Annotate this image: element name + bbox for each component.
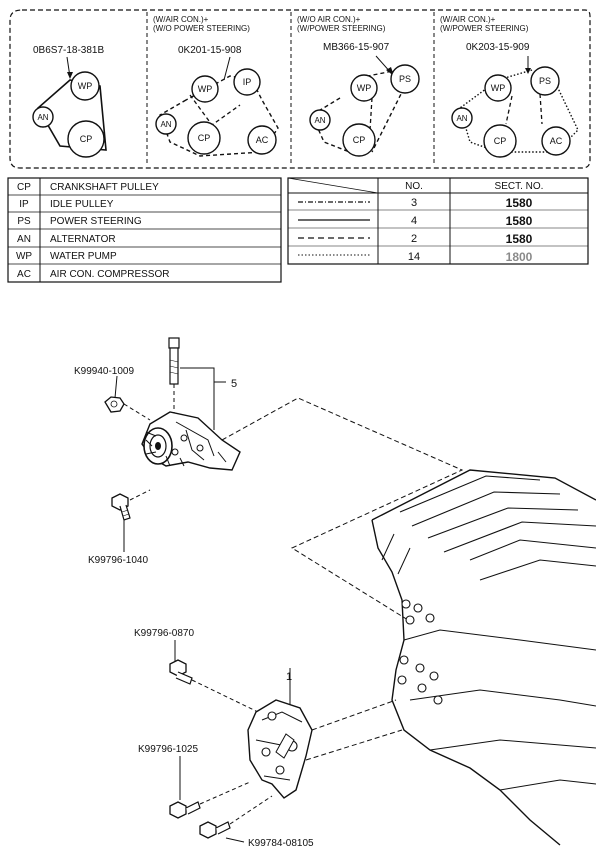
part-number-label: 0K201-15-908 — [178, 45, 242, 56]
legend-code: WP — [16, 251, 32, 262]
bolt-k99796-1025 — [169, 801, 201, 819]
column-header-no: NO. — [405, 181, 423, 192]
legend-name: POWER STEERING — [50, 216, 142, 227]
pulley-wp-label: WP — [198, 84, 213, 94]
nut — [104, 396, 125, 413]
belt-routing-panel: 0B6S7-18-381B WP AN CP (W/AIR CON.)+ (W/… — [9, 9, 591, 169]
engine-block — [371, 469, 596, 846]
bolt-k99796-1040 — [111, 493, 131, 521]
pulley-wp-label: WP — [357, 83, 372, 93]
row-no: 3 — [411, 197, 417, 209]
part-number-label: 0B6S7-18-381B — [33, 45, 104, 56]
legend-name: CRANKSHAFT PULLEY — [50, 182, 159, 193]
part-label-bolt-08105: K99784-08105 — [248, 838, 314, 849]
legend-code: CP — [17, 182, 31, 193]
belt-diagram-2: (W/AIR CON.)+ (W/O POWER STEERING) 0K201… — [153, 15, 279, 157]
exploded-parts-drawing: 5 K99940-1009 — [74, 337, 596, 849]
row-sect-no: 1800 — [506, 250, 533, 264]
part-label-bolt-1040: K99796-1040 — [88, 555, 148, 566]
engine-boss-holes — [397, 599, 443, 705]
pulley-cp-label: CP — [198, 133, 211, 143]
pulley-ip-label: IP — [243, 77, 252, 87]
part-label-bolt-0870: K99796-0870 — [134, 628, 194, 639]
row-no: 4 — [411, 215, 417, 227]
callout-5: 5 — [231, 378, 237, 390]
idler-bracket-assembly — [141, 411, 241, 471]
row-sect-no: 1580 — [506, 214, 533, 228]
pulley-an-label: AN — [456, 114, 467, 123]
pulley-ac-label: AC — [550, 136, 563, 146]
row-sect-no: 1580 — [506, 196, 533, 210]
legend-code: IP — [19, 199, 29, 210]
legend-code: PS — [17, 216, 31, 227]
bolt-k99784-08105 — [199, 821, 231, 839]
condition-line-2: (W/POWER STEERING) — [297, 24, 386, 33]
part-number-label: MB366-15-907 — [323, 42, 390, 53]
condition-line-2: (W/POWER STEERING) — [440, 24, 529, 33]
belt-line-table: NO. SECT. NO. 3 1580 4 1580 2 1580 14 18… — [287, 177, 589, 265]
legend-name: ALTERNATOR — [50, 234, 116, 245]
belt-diagram-4: (W/AIR CON.)+ (W/POWER STEERING) 0K203-1… — [440, 15, 579, 158]
pulley-an-label: AN — [314, 116, 325, 125]
legend-name: IDLE PULLEY — [50, 199, 114, 210]
row-sect-no: 1580 — [506, 232, 533, 246]
row-no: 14 — [408, 251, 420, 263]
column-header-sect-no: SECT. NO. — [495, 181, 544, 192]
part-label-nut: K99940-1009 — [74, 366, 134, 377]
pulley-cp-label: CP — [353, 135, 366, 145]
pulley-cp-label: CP — [80, 134, 93, 144]
pulley-wp-label: WP — [491, 83, 506, 93]
legend-name: AIR CON. COMPRESSOR — [50, 269, 169, 280]
bolt-k99796-0870 — [169, 659, 193, 685]
condition-line-2: (W/O POWER STEERING) — [153, 24, 250, 33]
bolt-upper — [168, 337, 180, 420]
pulley-an-label: AN — [37, 113, 48, 122]
pulley-cp-label: CP — [494, 136, 507, 146]
condition-line-1: (W/O AIR CON.)+ — [297, 15, 361, 24]
pulley-ps-label: PS — [539, 76, 551, 86]
legend-code: AN — [17, 234, 31, 245]
part-number-label: 0K203-15-909 — [466, 42, 530, 53]
pulley-wp-label: WP — [78, 81, 93, 91]
engine-mount-bracket — [247, 699, 313, 799]
belt-diagram-3: (W/O AIR CON.)+ (W/POWER STEERING) MB366… — [297, 15, 420, 157]
condition-line-1: (W/AIR CON.)+ — [440, 15, 496, 24]
part-label-bolt-1025: K99796-1025 — [138, 744, 198, 755]
callout-1: 1 — [286, 671, 292, 683]
row-no: 2 — [411, 233, 417, 245]
pulley-legend-table: CP CRANKSHAFT PULLEY IP IDLE PULLEY PS P… — [7, 177, 282, 283]
pulley-an-label: AN — [160, 120, 171, 129]
belt-diagram-1: 0B6S7-18-381B WP AN CP — [32, 45, 107, 158]
legend-code: AC — [17, 269, 31, 280]
legend-name: WATER PUMP — [50, 251, 117, 262]
condition-line-1: (W/AIR CON.)+ — [153, 15, 209, 24]
pulley-ac-label: AC — [256, 135, 269, 145]
pulley-ps-label: PS — [399, 74, 411, 84]
